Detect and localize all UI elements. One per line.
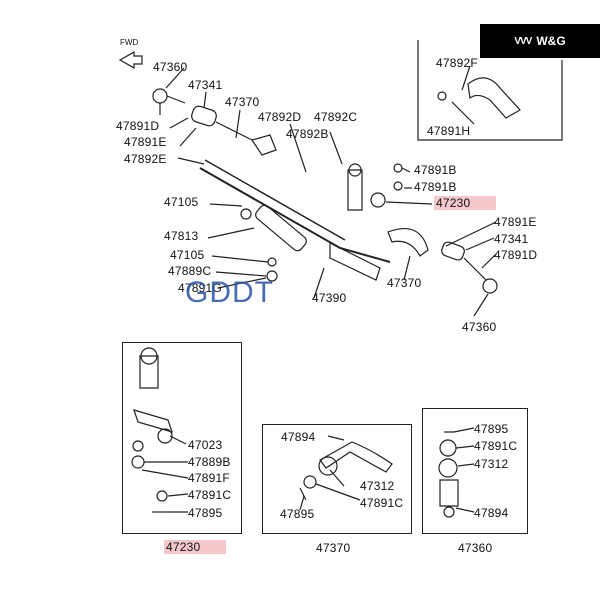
brand-name: W&G <box>536 34 566 48</box>
inset-47230-item-4: 47891C <box>188 488 232 502</box>
inset-47370-item-3: 47891C <box>360 496 404 510</box>
brand-badge: VVV W&G <box>480 24 600 58</box>
sleeve-right <box>441 241 465 261</box>
tie-rod-right <box>387 228 429 257</box>
inset-47360-item-1: 47895 <box>474 422 509 436</box>
part-label-47341: 47341 <box>188 78 223 92</box>
inset-47360-item-3: 47312 <box>474 457 509 471</box>
inset-47360-item-4: 47894 <box>474 506 509 520</box>
part-label-47889c: 47889C <box>168 264 212 278</box>
part-label-47891h: 47891H <box>427 124 471 138</box>
inset-47370-frame <box>262 424 412 534</box>
watermark: GDDT <box>185 276 274 309</box>
inset-47360-frame <box>422 408 528 534</box>
part-label-47360-2: 47360 <box>462 320 497 334</box>
fwd-label: FWD <box>120 38 139 47</box>
part-label-47813: 47813 <box>164 229 199 243</box>
part-label-47891b-2: 47891B <box>414 180 457 194</box>
part-label-47360: 47360 <box>153 60 188 74</box>
part-label-47230-highlight: 47230 <box>434 196 496 210</box>
part-label-47892d: 47892D <box>258 110 302 124</box>
tie-rod-end-right <box>482 278 498 294</box>
inset-border-upper <box>417 40 563 141</box>
tie-rod-left <box>251 134 277 156</box>
tie-rod-assembly-drawing <box>319 441 393 473</box>
inset-47370-item-4: 47895 <box>280 507 315 521</box>
part-label-47891d-2: 47891D <box>494 248 538 262</box>
inset-47370-item-2: 47312 <box>360 479 395 493</box>
part-label-47892b: 47892B <box>286 127 329 141</box>
idler-arm-drawing <box>139 355 159 389</box>
fwd-arrow-icon <box>118 50 143 70</box>
inset-47370-title: 47370 <box>316 541 351 555</box>
part-label-47370: 47370 <box>225 95 260 109</box>
inset-47230-item-2: 47889B <box>188 455 231 469</box>
part-label-47105-2: 47105 <box>170 248 205 262</box>
part-label-47892f: 47892F <box>436 56 478 70</box>
part-label-47891e-2: 47891E <box>494 215 537 229</box>
idler-arm-body <box>347 169 363 211</box>
steering-damper <box>255 204 307 252</box>
inset-47230-item-1: 47023 <box>188 438 223 452</box>
inset-47230-item-3: 47891F <box>188 471 230 485</box>
inset-47360-item-2: 47891C <box>474 439 518 453</box>
brand-logo-icon: VVV <box>514 35 532 47</box>
part-label-47892c: 47892C <box>314 110 358 124</box>
part-label-47892e: 47892E <box>124 152 167 166</box>
part-label-47891e: 47891E <box>124 135 167 149</box>
part-label-47891d: 47891D <box>116 119 160 133</box>
part-label-47390: 47390 <box>312 291 347 305</box>
inset-47230-frame <box>122 342 242 534</box>
tie-rod-end-left <box>152 88 168 104</box>
part-label-47891g: 47891G <box>178 281 222 295</box>
inset-47370-item-1: 47894 <box>281 430 316 444</box>
inset-47360-title: 47360 <box>458 541 493 555</box>
upper-inset-part <box>467 77 521 119</box>
sleeve-left <box>191 105 217 127</box>
part-label-47370-2: 47370 <box>387 276 422 290</box>
part-label-47105: 47105 <box>164 195 199 209</box>
part-label-47341-2: 47341 <box>494 232 529 246</box>
part-label-47891b: 47891B <box>414 163 457 177</box>
inset-47230-title: 47230 <box>164 540 226 554</box>
inset-47230-item-5: 47895 <box>188 506 223 520</box>
